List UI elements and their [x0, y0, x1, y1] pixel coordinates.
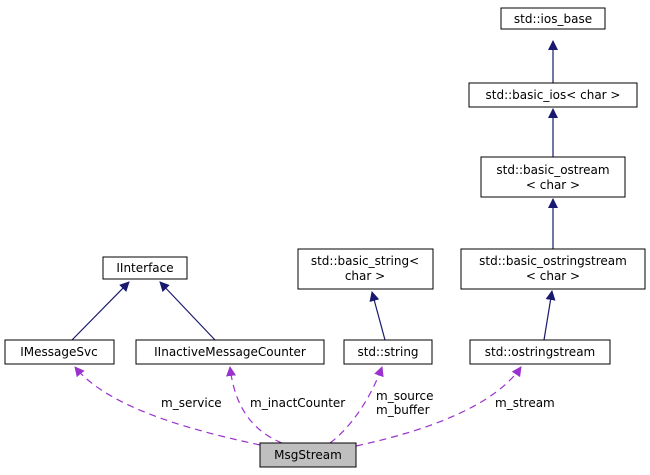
- edge-label-m-source: m_source: [376, 389, 434, 403]
- edge-label-m-service: m_service: [161, 396, 222, 410]
- node-label: std::basic_ios< char >: [486, 88, 621, 102]
- edge-label-m-stream: m_stream: [495, 396, 555, 410]
- edge-msgstream-iinactive: [226, 366, 283, 444]
- node-iinactivemessagecounter[interactable]: IInactiveMessageCounter: [135, 339, 325, 365]
- node-imessagesvc[interactable]: IMessageSvc: [4, 339, 115, 365]
- edge-msgstream-ostringstream: [355, 366, 522, 447]
- node-label: IInactiveMessageCounter: [154, 345, 306, 359]
- node-label-line1: std::basic_ostringstream: [479, 254, 627, 268]
- node-label: std::ostringstream: [485, 345, 596, 359]
- node-label-line1: std::basic_string<: [311, 254, 419, 268]
- node-std-ostringstream[interactable]: std::ostringstream: [469, 339, 611, 365]
- edge-label-m-buffer: m_buffer: [376, 403, 430, 417]
- node-std-string[interactable]: std::string: [343, 339, 433, 365]
- node-label: IInterface: [116, 261, 173, 275]
- node-iinterface[interactable]: IInterface: [102, 256, 188, 280]
- edge-ostringstream-to-basic-ostringstream: [543, 290, 556, 341]
- node-label: MsgStream: [274, 448, 342, 462]
- node-std-basic-ios[interactable]: std::basic_ios< char >: [468, 82, 638, 108]
- node-std-basic-string[interactable]: std::basic_string< char >: [297, 248, 434, 290]
- edge-msgstream-imessagesvc: [74, 366, 261, 446]
- node-msgstream[interactable]: MsgStream: [259, 442, 357, 468]
- node-std-ios-base[interactable]: std::ios_base: [500, 7, 606, 30]
- node-label: IMessageSvc: [20, 345, 97, 359]
- node-label: std::string: [357, 345, 418, 359]
- node-label-line1: std::basic_ostream: [496, 163, 609, 177]
- node-label-line2: < char >: [526, 178, 580, 192]
- node-label-line2: char >: [345, 269, 385, 283]
- node-label: std::ios_base: [514, 12, 592, 26]
- edge-string-to-basic-string: [369, 291, 386, 341]
- node-std-basic-ostream[interactable]: std::basic_ostream < char >: [480, 156, 626, 198]
- node-label-line2: < char >: [526, 269, 580, 283]
- edge-imessagesvc-to-iinterface: [71, 281, 130, 341]
- edge-msgstream-string: [329, 366, 384, 444]
- edge-label-m-inactcounter: m_inactCounter: [250, 396, 345, 410]
- edge-iinactive-to-iinterface: [159, 281, 216, 341]
- node-std-basic-ostringstream[interactable]: std::basic_ostringstream < char >: [460, 248, 646, 290]
